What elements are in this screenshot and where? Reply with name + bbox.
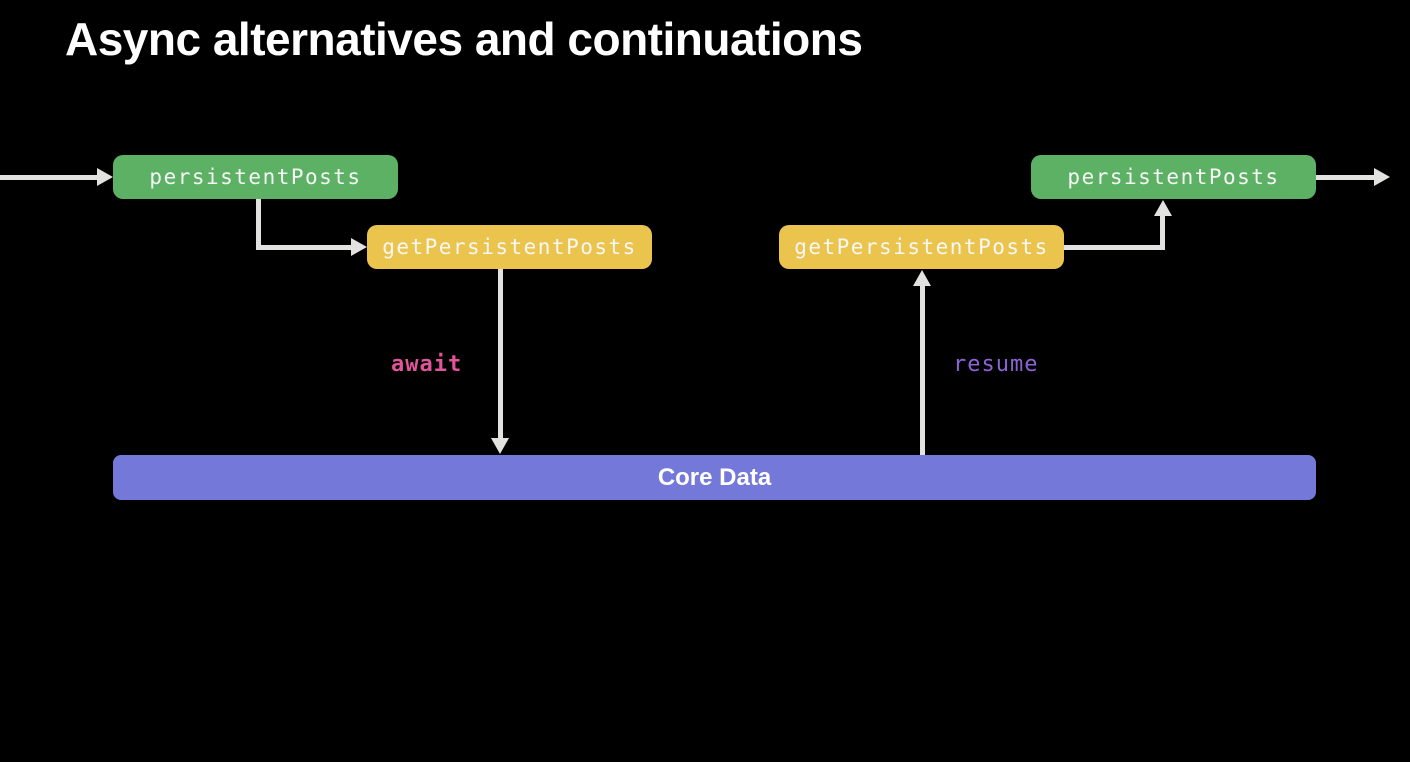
return-arrow-right-vertical-line (1160, 215, 1165, 250)
node-label: persistentPosts (149, 165, 362, 189)
exit-arrow-head-icon (1374, 168, 1390, 186)
node-persistent-posts-left: persistentPosts (113, 155, 398, 199)
node-persistent-posts-right: persistentPosts (1031, 155, 1316, 199)
core-data-label: Core Data (657, 463, 772, 491)
node-get-persistent-posts-left: getPersistentPosts (367, 225, 652, 269)
entry-arrow-line (0, 175, 98, 180)
resume-label: resume (953, 352, 1039, 377)
resume-arrow-head-icon (913, 270, 931, 286)
slide-title: Async alternatives and continuations (65, 13, 863, 65)
exit-arrow-line (1316, 175, 1375, 180)
call-arrow-left-vertical-line (256, 199, 261, 246)
node-label: persistentPosts (1067, 165, 1280, 189)
resume-arrow-line (920, 285, 925, 456)
await-label: await (391, 352, 463, 377)
node-label: getPersistentPosts (794, 235, 1049, 259)
entry-arrow-head-icon (97, 168, 113, 186)
return-arrow-right-horizontal-line (1064, 245, 1165, 250)
core-data-bar: Core Data (113, 455, 1316, 500)
call-arrow-left-horizontal-line (256, 245, 352, 250)
return-arrow-right-head-icon (1154, 200, 1172, 216)
await-arrow-head-icon (491, 438, 509, 454)
call-arrow-left-head-icon (351, 238, 367, 256)
await-arrow-line (498, 269, 503, 439)
node-get-persistent-posts-right: getPersistentPosts (779, 225, 1064, 269)
node-label: getPersistentPosts (382, 235, 637, 259)
